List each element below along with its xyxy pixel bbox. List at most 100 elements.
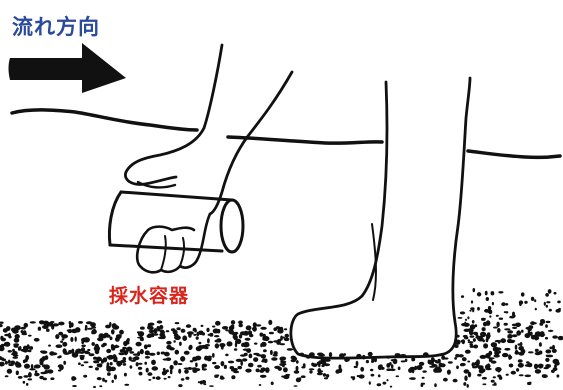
gravel-speck	[156, 326, 160, 330]
gravel-speck	[162, 358, 169, 361]
gravel-speck	[173, 340, 176, 343]
gravel-speck	[386, 355, 390, 359]
gravel-speck	[214, 374, 219, 378]
gravel-speck	[469, 345, 475, 348]
gravel-speck	[400, 354, 407, 357]
gravel-speck	[515, 322, 521, 328]
gravel-speck	[144, 356, 150, 359]
gravel-speck	[71, 376, 77, 381]
gravel-speck	[33, 366, 40, 369]
gravel-speck	[156, 320, 163, 324]
gravel-speck	[511, 323, 517, 327]
gravel-speck	[59, 364, 64, 371]
gravel-speck	[468, 329, 474, 332]
gravel-speck	[360, 366, 365, 372]
gravel-speck	[247, 362, 254, 368]
gravel-speck	[225, 329, 229, 332]
gravel-speck	[483, 343, 489, 349]
gravel-speck	[0, 337, 6, 342]
arm-outline	[124, 43, 224, 186]
gravel-speck	[80, 364, 85, 367]
gravel-speck	[258, 384, 262, 386]
gravel-speck	[390, 359, 396, 362]
sampling-container	[107, 190, 245, 254]
gravel-speck	[247, 330, 253, 336]
gravel-speck	[50, 377, 55, 381]
gravel-speck	[409, 366, 416, 370]
gravel-speck	[120, 359, 127, 363]
gravel-speck	[472, 338, 476, 342]
gravel-speck	[471, 320, 475, 324]
gravel-speck	[219, 376, 225, 380]
gravel-speck	[106, 348, 112, 354]
gravel-speck	[44, 321, 51, 327]
gravel-speck	[95, 367, 99, 371]
gravel-speck	[477, 336, 484, 341]
gravel-speck	[114, 356, 118, 360]
gravel-speck	[87, 327, 93, 330]
gravel-speck	[88, 353, 95, 357]
gravel-speck	[311, 363, 318, 367]
gravel-speck	[279, 357, 284, 361]
gravel-speck	[545, 354, 550, 357]
gravel-speck	[505, 373, 509, 376]
gravel-speck	[516, 368, 520, 372]
gravel-speck	[16, 372, 19, 375]
gravel-speck	[124, 383, 130, 386]
gravel-speck	[389, 368, 396, 372]
gravel-speck	[318, 362, 321, 368]
gravel-speck	[116, 335, 122, 340]
gravel-speck	[476, 292, 482, 297]
gravel-speck	[367, 351, 373, 357]
gravel-speck	[216, 338, 222, 343]
gravel-speck	[485, 333, 491, 339]
gravel-speck	[557, 335, 563, 341]
gravel-speck	[377, 364, 383, 370]
gravel-speck	[545, 349, 552, 354]
gravel-speck	[189, 360, 194, 363]
gravel-speck	[416, 365, 423, 371]
gravel-speck	[137, 351, 141, 357]
gravel-speck	[270, 350, 273, 355]
gravel-speck	[503, 311, 506, 314]
finger-line-2	[179, 237, 185, 267]
gravel-speck	[17, 347, 21, 351]
gravel-speck	[39, 375, 44, 380]
gravel-speck	[93, 356, 98, 360]
gravel-speck	[4, 375, 9, 378]
gravel-speck	[273, 327, 278, 332]
gravel-speck	[128, 356, 132, 361]
gravel-speck	[233, 335, 238, 341]
gravel-speck	[29, 321, 36, 324]
gravel-speck	[227, 360, 235, 364]
gravel-speck	[243, 341, 250, 348]
gravel-speck	[27, 349, 32, 353]
gravel-speck	[518, 300, 524, 305]
gravel-speck	[545, 320, 551, 324]
gravel-speck	[472, 288, 476, 293]
gravel-speck	[0, 361, 5, 367]
gravel-speck	[339, 353, 345, 359]
gravel-speck	[68, 323, 72, 329]
gravel-speck	[328, 352, 333, 358]
gravel-speck	[545, 336, 548, 340]
gravel-speck	[58, 331, 64, 336]
gravel-speck	[20, 330, 24, 334]
gravel-speck	[538, 342, 542, 347]
gravel-speck	[493, 382, 497, 385]
gravel-speck	[147, 344, 152, 348]
gravel-speck	[485, 364, 490, 370]
gravel-speck	[214, 365, 221, 370]
gravel-speck	[469, 309, 472, 312]
gravel-speck	[534, 351, 541, 356]
gravel-speck	[84, 351, 91, 355]
gravel-speck	[501, 302, 506, 307]
gravel-speck	[161, 370, 167, 376]
gravel-speck	[527, 362, 533, 368]
gravel-speck	[43, 364, 50, 370]
gravel-speck	[74, 327, 81, 333]
gravel-speck	[107, 372, 111, 376]
gravel-speck	[474, 324, 478, 328]
gravel-speck	[198, 341, 202, 345]
gravel-speck	[502, 352, 509, 358]
